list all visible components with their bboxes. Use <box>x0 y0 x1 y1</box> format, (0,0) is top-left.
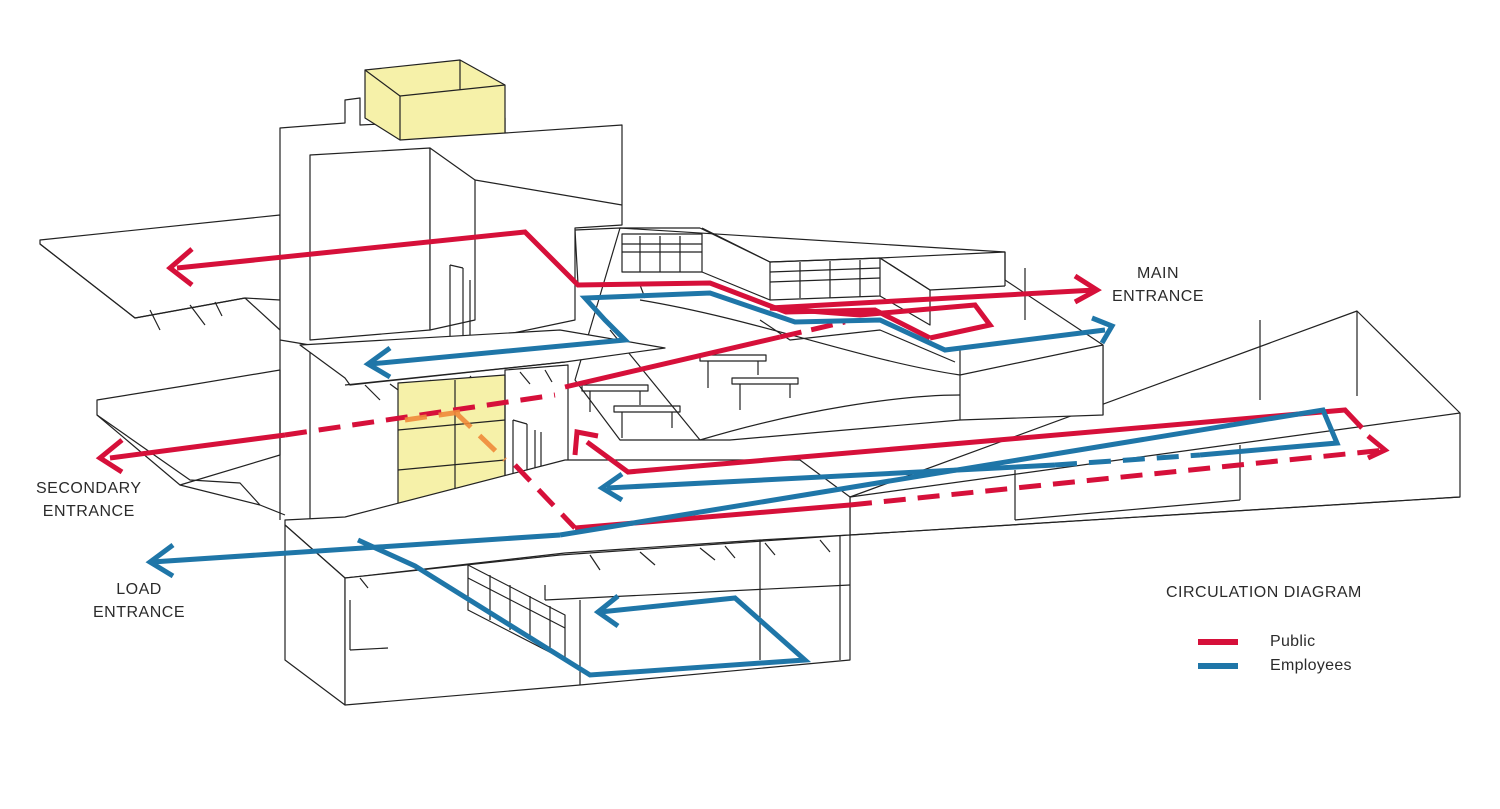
public-path-upper-east <box>769 302 995 341</box>
public-arrowhead-east <box>1366 434 1390 461</box>
legend-label-employees: Employees <box>1270 657 1352 674</box>
public-arrowhead-secondary <box>95 438 124 475</box>
core-paths <box>404 409 507 462</box>
left-upper-slab <box>39 214 281 331</box>
public-path-upper-west <box>176 229 932 341</box>
central-tower <box>279 97 623 537</box>
employee-arrowhead-lower <box>593 594 620 629</box>
secondary-entrance-line-1: SECONDARY <box>36 480 142 497</box>
public-path-secondary-dashed <box>284 392 556 438</box>
legend-item-public: Public <box>1198 632 1315 652</box>
load-entrance-label: LOAD ENTRANCE <box>93 578 185 624</box>
public-path-lower-spur <box>513 463 577 530</box>
employee-arrowhead-upper-west <box>363 345 392 380</box>
employee-path-load <box>151 532 561 565</box>
employee-arrowhead-load <box>145 542 175 579</box>
public-path-east-loop <box>585 407 1364 475</box>
lower-level <box>284 459 851 706</box>
main-entrance-line-2: ENTRANCE <box>1112 288 1205 305</box>
legend-item-employees: Employees <box>1198 656 1352 676</box>
load-entrance-line-1: LOAD <box>116 581 162 598</box>
core-path-diagonal <box>453 410 507 462</box>
public-arrowhead-west <box>166 247 194 287</box>
legend-label-public: Public <box>1270 633 1316 650</box>
public-arrowhead-main <box>1073 273 1102 305</box>
public-path-secondary-solid <box>109 432 286 461</box>
main-entrance-line-1: MAIN <box>1137 265 1179 282</box>
public-paths <box>95 229 1390 531</box>
public-path-main-entrance <box>769 287 1096 311</box>
core-path-crossing <box>404 409 461 423</box>
legend-swatch-public <box>1198 639 1238 645</box>
employee-path-lower-loop <box>356 537 812 678</box>
load-entrance-line-2: ENTRANCE <box>93 604 186 621</box>
employee-path-upper <box>369 290 1106 367</box>
employee-arrowhead-main <box>1091 315 1116 345</box>
employee-paths <box>145 290 1341 678</box>
employee-path-east-loop <box>606 462 1056 491</box>
legend-title: CIRCULATION DIAGRAM <box>1166 584 1362 601</box>
employee-path-east-dashed <box>1054 452 1201 468</box>
secondary-entrance-line-2: ENTRANCE <box>42 503 135 520</box>
employee-arrowhead-east-loop <box>597 471 624 503</box>
public-arrowhead-east-loop <box>572 429 599 456</box>
legend-swatch-employees <box>1198 663 1238 669</box>
left-lower-slab <box>96 369 286 516</box>
public-path-ramp-dashed <box>779 319 846 340</box>
main-entrance-label: MAIN ENTRANCE <box>1112 262 1204 308</box>
public-path-lower-dashed <box>849 447 1386 508</box>
secondary-entrance-label: SECONDARY ENTRANCE <box>36 477 142 523</box>
public-path-ramp-solid <box>564 334 781 390</box>
employee-path-east-solid <box>559 407 1341 538</box>
upper-seating-area <box>574 227 1104 441</box>
